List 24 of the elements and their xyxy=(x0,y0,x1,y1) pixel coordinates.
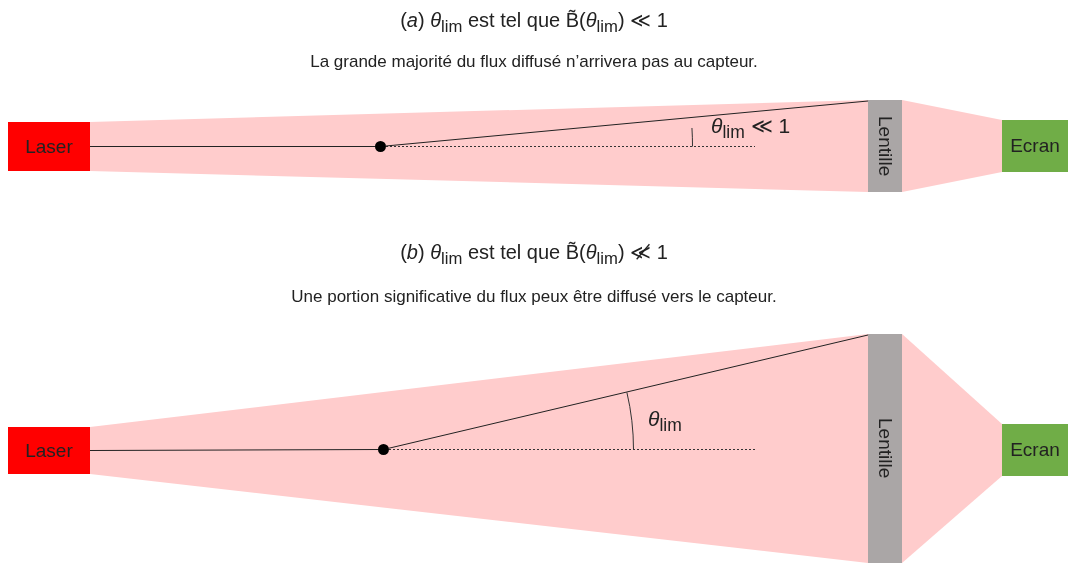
line xyxy=(89,146,376,147)
node-label: Lentille xyxy=(874,418,896,479)
scattering-point xyxy=(375,141,386,152)
node-label: Ecran xyxy=(1010,135,1060,157)
lens-bar xyxy=(868,100,902,192)
angle-label: θ$_{lim}$ ≪ 1 xyxy=(711,114,791,144)
panel-subtitle: La grande majorité du flux diffusé n’arrivera pas au capteur. xyxy=(310,52,758,72)
line xyxy=(385,100,869,147)
panel-title: (b) θ$_{lim}$ est tel que B̃(θ$_{lim}$) ≪̸ 1 xyxy=(400,240,668,269)
line xyxy=(388,334,869,449)
panel-title: (a) θ$_{lim}$ est tel que B̃(θ$_{lim}$) ≪ 1 xyxy=(400,8,668,37)
laser-box xyxy=(8,427,90,474)
scattering-point xyxy=(378,444,389,455)
panel-subtitle: Une portion significative du flux peux être diffusé vers le capteur. xyxy=(291,287,777,307)
node-label: Ecran xyxy=(1010,439,1060,461)
node-label: Laser xyxy=(25,439,73,462)
screen-box xyxy=(1002,424,1068,476)
angle-label: θ$_{lim}$ xyxy=(648,407,682,437)
laser-box xyxy=(8,122,90,171)
lens-bar xyxy=(868,334,902,563)
line xyxy=(89,449,379,451)
node-label: Laser xyxy=(25,135,73,158)
node-label: Lentille xyxy=(874,115,896,177)
screen-box xyxy=(1002,120,1068,172)
